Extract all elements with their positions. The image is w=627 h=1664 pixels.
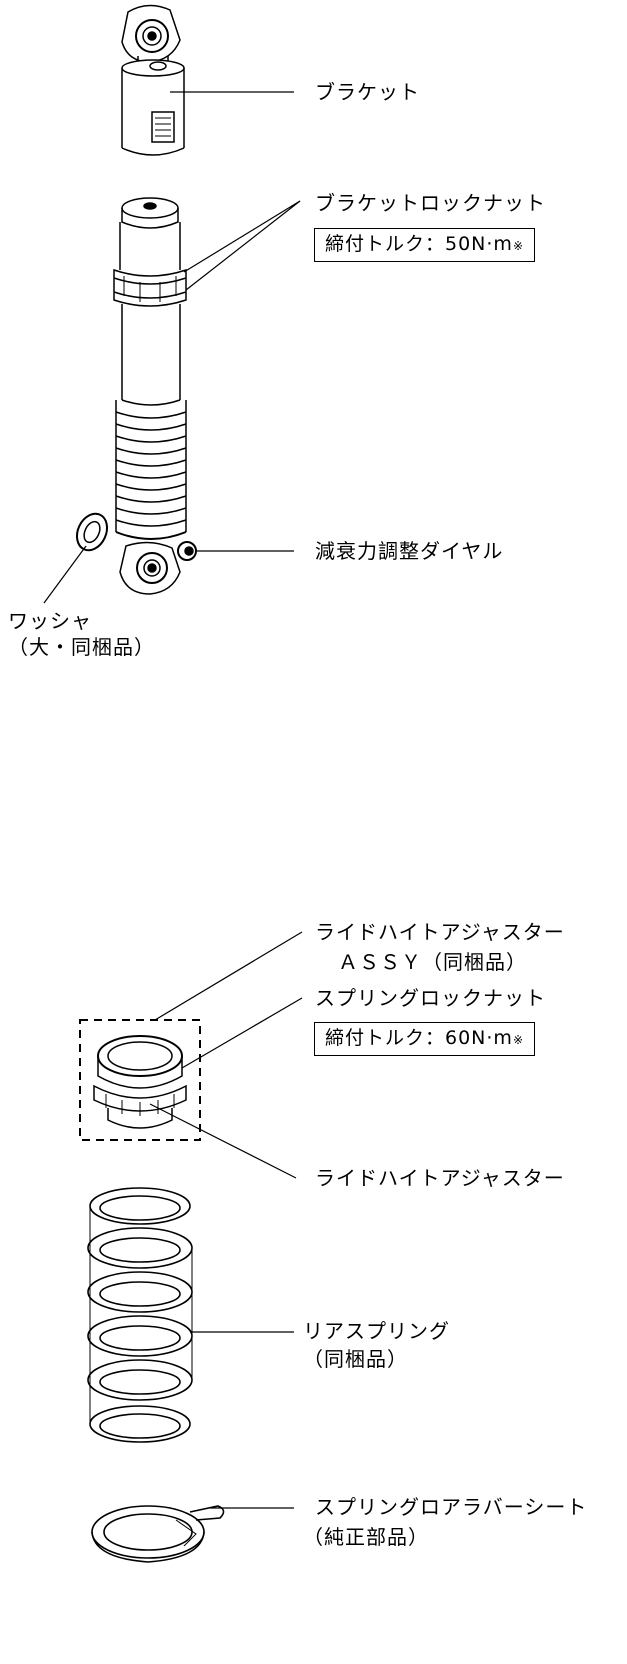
bracket-lock-nut-label: ブラケットロックナット — [315, 191, 546, 215]
bracket-label: ブラケット — [315, 80, 420, 104]
leader-lines-top — [43, 91, 301, 604]
shock-absorber-drawing — [113, 197, 197, 595]
rubber-seat-drawing — [91, 1505, 225, 1563]
bracket-drawing — [121, 4, 185, 156]
rear-spring-drawing — [87, 1187, 193, 1443]
rear-spring-label-line2: （同梱品） — [303, 1347, 408, 1371]
spring-torque-mark: ※ — [512, 1033, 525, 1047]
spring-torque-box: 締付トルク：60N·m※ — [314, 1022, 536, 1056]
washer-label-line2: （大・同梱品） — [8, 635, 155, 659]
washer-label-line1: ワッシャ — [8, 609, 92, 633]
bracket-torque-box: 締付トルク：50N·m※ — [314, 228, 536, 262]
washer-drawing — [75, 512, 109, 552]
damping-dial-label: 減衰力調整ダイヤル — [315, 539, 504, 563]
rear-spring-label-line1: リアスプリング — [303, 1319, 450, 1343]
bracket-torque-mark: ※ — [512, 239, 525, 253]
spring-lock-nut-label: スプリングロックナット — [315, 986, 546, 1010]
ride-height-adjuster-drawing — [79, 1019, 201, 1141]
ride-height-adjuster-label: ライドハイトアジャスター — [315, 1166, 565, 1190]
ride-height-assy-label-line1: ライドハイトアジャスター — [315, 920, 565, 944]
bracket-torque-text: 締付トルク：50N·m — [325, 233, 513, 255]
rubber-seat-label-line1: スプリングロアラバーシート — [315, 1495, 588, 1519]
ride-height-assy-label-line2: ＡＳＳＹ（同梱品） — [338, 950, 527, 974]
leader-lines-bottom — [149, 931, 303, 1509]
rubber-seat-label-line2: （純正部品） — [303, 1525, 429, 1549]
spring-torque-text: 締付トルク：60N·m — [325, 1027, 513, 1049]
